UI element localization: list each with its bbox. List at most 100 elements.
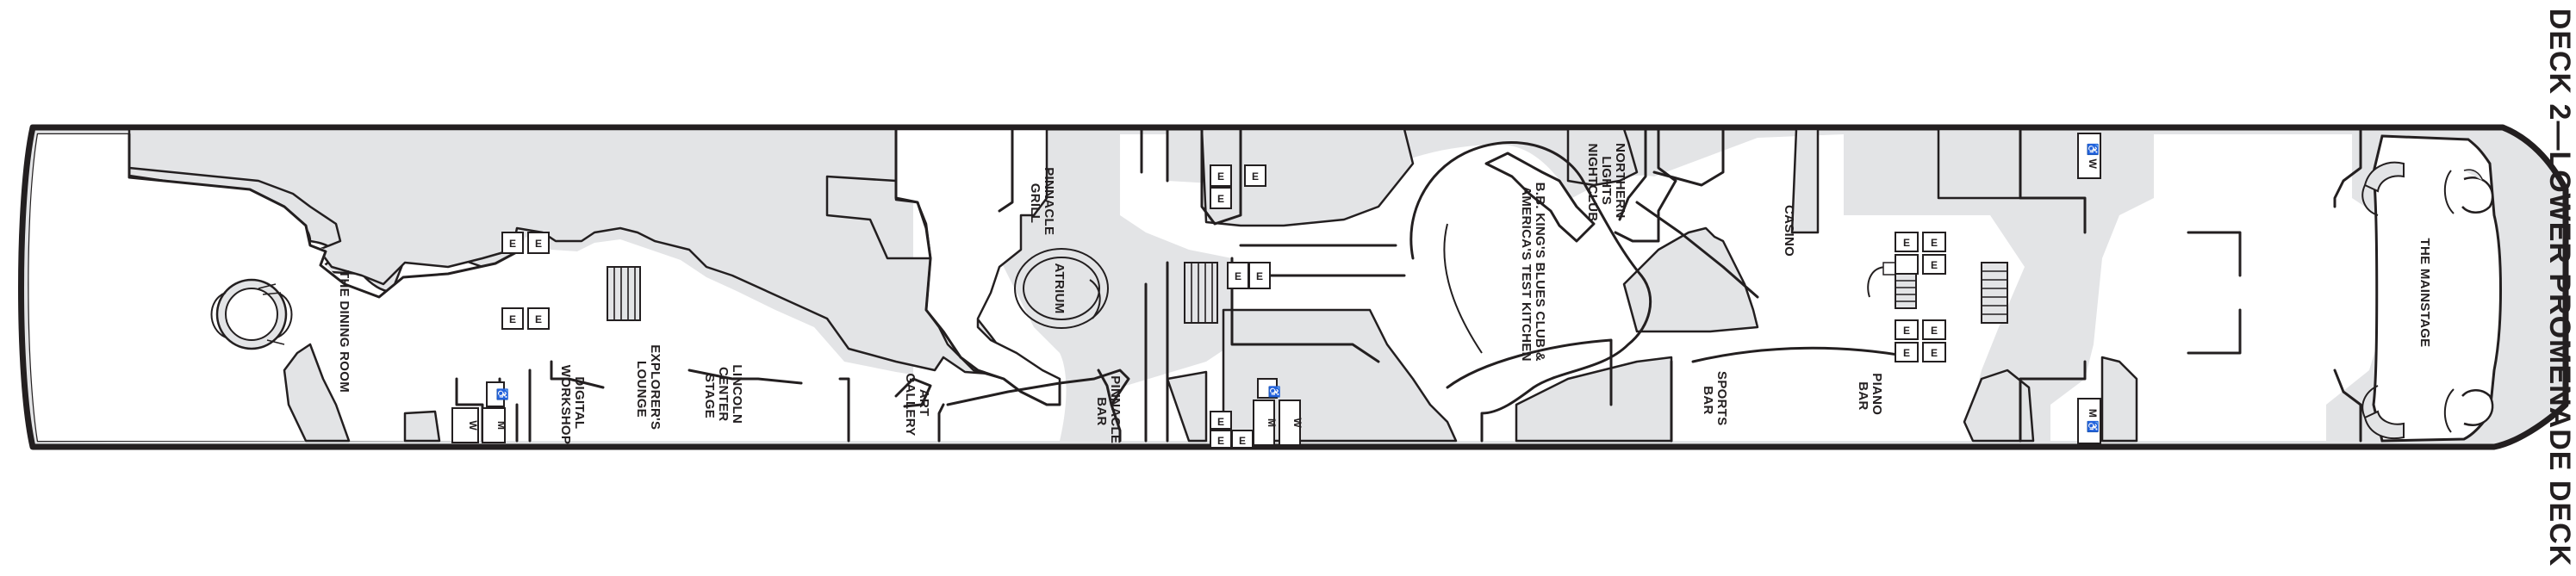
mainstage-spiral-bottom bbox=[2361, 385, 2405, 439]
label-bb-kings: B.B. KING'S BLUES CLUB & AMERICA'S TEST … bbox=[1519, 183, 1547, 366]
casino-diagonal-wall bbox=[1635, 201, 1759, 299]
label-line: LOUNGE bbox=[634, 361, 649, 418]
pinnacle-bar-galley bbox=[1166, 370, 1208, 443]
label-the-dining-room: THE DINING ROOM bbox=[337, 270, 352, 393]
label-line: GRILL bbox=[1028, 183, 1042, 224]
mainstage-lobby-wall bbox=[2333, 127, 2362, 443]
casino-service-left bbox=[1566, 127, 1639, 187]
bb-kings-outline bbox=[1409, 141, 1652, 443]
explorers-wall bbox=[550, 360, 605, 389]
forward-stairs-icon-left bbox=[1895, 273, 1917, 309]
mainstage-lobby-service-left bbox=[2100, 356, 2138, 443]
pinnacle-bar-wall bbox=[946, 369, 1130, 443]
bb-kings-aft-wall bbox=[1200, 127, 1242, 226]
elevator-icon: E bbox=[1931, 347, 1938, 359]
label-atrium: ATRIUM bbox=[1052, 263, 1067, 313]
sports-bar-curve bbox=[1691, 346, 1914, 363]
gallery-wall-2 bbox=[937, 403, 945, 443]
label-line: ART bbox=[917, 389, 931, 417]
label-line: EXPLORER'S bbox=[648, 344, 663, 430]
label-line: DIGITAL bbox=[572, 376, 587, 429]
bb-kings-mid-wall bbox=[1230, 257, 1380, 363]
label-line: PIANO bbox=[1870, 373, 1884, 415]
label-northern-lights: NORTHERN LIGHTS NIGHTCLUB bbox=[1585, 143, 1627, 222]
label-sports-bar: SPORTS BAR bbox=[1701, 371, 1729, 430]
forward-lounge-service bbox=[1937, 127, 2022, 200]
accessible-icon: ♿ bbox=[496, 388, 508, 401]
northern-lights-wall bbox=[1614, 127, 1677, 243]
elevator-icon: E bbox=[1931, 237, 1938, 249]
elevator-bank-forward: E E E E E E E bbox=[1895, 232, 1946, 362]
label-line: AMERICA'S TEST KITCHEN bbox=[1519, 186, 1534, 362]
label-lincoln-center-stage: LINCOLN CENTER STAGE bbox=[702, 364, 744, 427]
label-line: NORTHERN bbox=[1613, 143, 1627, 218]
elevator-icon: E bbox=[1256, 270, 1263, 282]
aft-stairs-icon bbox=[607, 266, 641, 321]
label-digital-workshop: DIGITAL WORKSHOP bbox=[558, 365, 587, 444]
label-line: LIGHTS bbox=[1599, 156, 1614, 205]
aft-lobby-service bbox=[283, 343, 351, 443]
label-line: B.B. KING'S BLUES CLUB & bbox=[1533, 183, 1547, 362]
aft-galley-block bbox=[128, 127, 1005, 376]
label-line: NIGHTCLUB bbox=[1585, 143, 1600, 221]
elevator-icon: E bbox=[1252, 170, 1259, 183]
label-line: GALLERY bbox=[903, 373, 918, 436]
mainstage-spiral-top bbox=[2361, 161, 2405, 216]
label-line: CENTER bbox=[716, 367, 731, 421]
elevator-bank-atrium-mid: E E bbox=[1227, 262, 1271, 289]
elevator-icon: E bbox=[1931, 325, 1938, 337]
men-restroom-icon: M bbox=[495, 421, 507, 430]
pinnacle-wall-fwd bbox=[998, 127, 1014, 213]
restrooms-forward-lower: M ♿ bbox=[2077, 398, 2101, 444]
curve-lower bbox=[1446, 338, 1613, 406]
lincoln-wall bbox=[688, 369, 803, 385]
accessible-icon: ♿ bbox=[1268, 386, 1280, 399]
elevator-bank-atrium-aft: E E E bbox=[1210, 164, 1266, 209]
elevator-icon: E bbox=[509, 313, 516, 325]
elevator-icon: E bbox=[1239, 435, 1246, 447]
gallery-wall bbox=[838, 377, 932, 443]
bb-kings-inner-arc bbox=[1443, 223, 1483, 354]
label-casino: CASINO bbox=[1782, 205, 1796, 257]
elevator-icon: E bbox=[1903, 325, 1910, 337]
elevator-icon: E bbox=[1903, 237, 1910, 249]
label-line: WORKSHOP bbox=[558, 365, 573, 444]
atrium-column-wall bbox=[1140, 127, 1169, 443]
forward-lobby-wall-upper bbox=[2019, 127, 2087, 234]
pinnacle-bar-wall-2 bbox=[1097, 369, 1113, 406]
forward-lobby-frame bbox=[2187, 231, 2242, 355]
elevator-icon: E bbox=[1217, 435, 1224, 447]
accessible-men-restroom-icon: M ♿ bbox=[2087, 409, 2099, 433]
restrooms-forward-upper: ♿ W bbox=[2077, 133, 2101, 179]
elevator-icon: E bbox=[1903, 347, 1910, 359]
bb-kings-stage bbox=[1484, 152, 1596, 243]
elevator-icon: E bbox=[509, 238, 516, 250]
interior-forward-lobby bbox=[2050, 134, 2395, 441]
accessible-women-restroom-icon: ♿ W bbox=[2087, 143, 2099, 169]
dining-room-wall bbox=[128, 133, 523, 299]
atrium-stair-curve bbox=[1089, 279, 1101, 319]
label-line: LINCOLN bbox=[730, 364, 744, 424]
forward-stairs-icon-right bbox=[1981, 262, 2008, 324]
pinnacle-grill-wall bbox=[894, 127, 1061, 406]
label-line: PINNACLE bbox=[1042, 167, 1056, 235]
forward-lobby-wall-lower bbox=[2019, 360, 2087, 443]
label-line: SPORTS bbox=[1714, 371, 1729, 425]
women-restroom-icon: W bbox=[467, 420, 479, 430]
elevator-icon: E bbox=[1217, 170, 1224, 183]
men-restroom-icon: M bbox=[1266, 418, 1278, 427]
piano-bar-service bbox=[1963, 369, 2035, 443]
label-line: PINNACLE bbox=[1108, 375, 1123, 443]
dining-room-floor bbox=[28, 134, 1008, 441]
elevator-icon: E bbox=[1931, 259, 1938, 271]
restrooms-atrium: M W ♿ bbox=[1253, 378, 1304, 446]
casino-service-right bbox=[1622, 226, 1759, 333]
women-restroom-icon: W bbox=[1291, 418, 1304, 428]
forward-stair-curve-left bbox=[1867, 262, 1896, 298]
label-line: BAR bbox=[1701, 386, 1715, 414]
elevator-icon: E bbox=[535, 313, 542, 325]
atrium-ring bbox=[1014, 248, 1109, 329]
label-art-gallery: ART GALLERY bbox=[903, 373, 931, 436]
label-piano-bar: PIANO BAR bbox=[1856, 373, 1884, 418]
